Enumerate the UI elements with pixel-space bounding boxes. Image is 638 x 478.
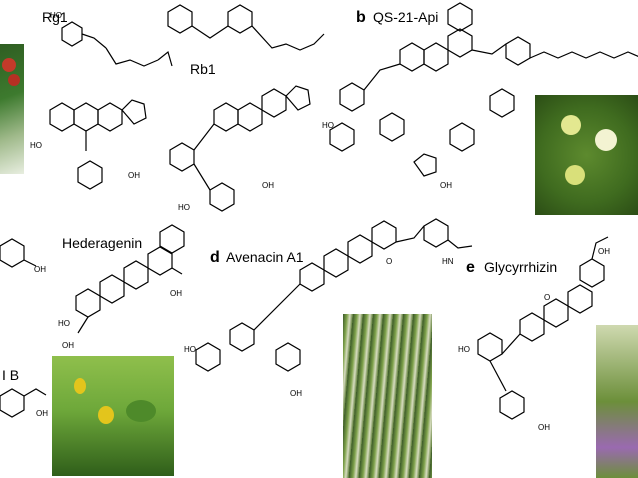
partial-bottom-oh-label: OH [36,409,48,418]
avenacin-hn-label: HN [442,257,454,266]
glycyrrhizin-ho-label: HO [458,345,470,354]
hederagenin-ho-label: HO [58,319,70,328]
hederagenin-oh-label: OH [170,289,182,298]
avenacin-oh-label: OH [290,389,302,398]
rg1-structure [49,21,173,190]
panel-b-label: b [356,9,366,26]
rg1-ho-label-2: HO [30,141,42,150]
partial-left-structure-bottom [0,388,47,418]
rb1-oh-label: OH [262,181,274,190]
partial-oh-label: OH [34,265,46,274]
rb1-ho-label: HO [178,203,190,212]
ginseng-berries-photo [0,44,24,174]
hederagenin-oh-label-2: OH [62,341,74,350]
glycyrrhizin-o-label: O [544,293,550,302]
qs21-oh-label: OH [440,181,452,190]
avenacin-ho-label: HO [184,345,196,354]
qs21-structure [329,2,638,177]
qs21-ho-label: HO [322,121,334,130]
clover-flower-photo [52,356,174,476]
qs21-label: QS-21-Api [373,9,438,25]
partial-left-structure-top [0,238,37,268]
avenacin-label: Avenacin A1 [226,249,304,265]
oat-grass-photo [343,314,432,478]
glycyrrhizin-oh-label: OH [598,247,610,256]
hederagenin-label: Hederagenin [62,235,142,251]
rg1-label: Rg1 [42,9,68,25]
hederagenin-structure [75,224,185,334]
glycyrrhizin-label: Glycyrrhizin [484,259,557,275]
licorice-flower-photo [596,325,638,478]
avenacin-structure [195,218,473,372]
rg1-ho-label: HO [50,11,62,20]
partial-left-label: I B [2,367,19,383]
quillaja-flowers-photo [535,95,638,215]
avenacin-o-label: O [386,257,392,266]
glycyrrhizin-oh-label-2: OH [538,423,550,432]
rb1-structure [167,4,325,212]
panel-e-label: e [466,259,475,276]
rg1-oh-label: OH [128,171,140,180]
glycyrrhizin-structure [477,236,609,420]
rb1-label: Rb1 [190,61,216,77]
panel-d-label: d [210,249,220,266]
